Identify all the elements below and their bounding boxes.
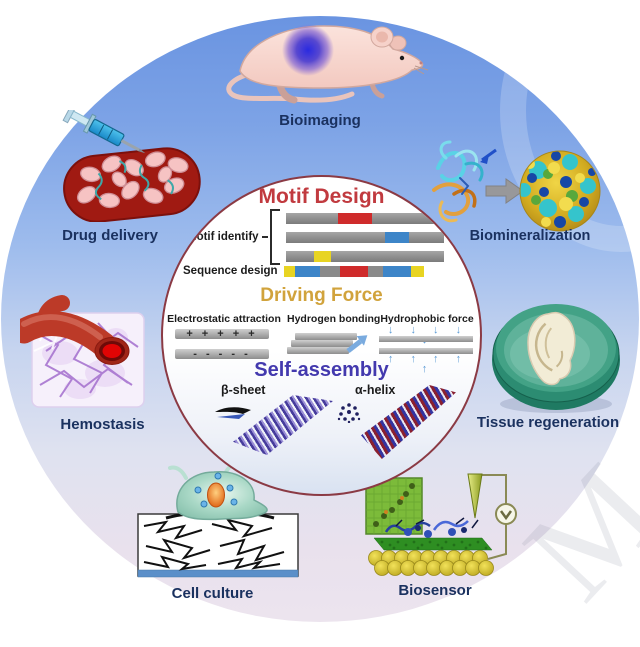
blood-cells xyxy=(76,151,189,209)
bracket-icon xyxy=(269,209,280,265)
vessel-opening-lumen xyxy=(102,344,122,358)
alpha-helix-wheel-icon xyxy=(337,403,361,423)
driving-force-title: Driving Force xyxy=(260,285,383,306)
biomineralization-label: Biomineralization xyxy=(469,228,591,244)
receptor-molecules xyxy=(384,517,479,538)
substrate-bar xyxy=(137,569,299,578)
gold-electrode-beads xyxy=(368,550,494,576)
alpha-helix-label: α-helix xyxy=(355,383,396,397)
mouse-whiskers xyxy=(413,65,429,75)
bracket-dash xyxy=(261,236,268,238)
bioimaging-label: Bioimaging xyxy=(279,112,361,129)
beta-sheet-label: β-sheet xyxy=(221,383,266,397)
tissue-regeneration-illustration xyxy=(492,304,620,413)
up-arrows: ↑ ↑ ↑ ↑ ↑ xyxy=(387,353,469,375)
hemostasis-label: Hemostasis xyxy=(60,416,145,433)
hydrogen-bonding-icon xyxy=(287,329,373,365)
cell-culture-illustration xyxy=(137,462,299,578)
hemostasis-illustration xyxy=(20,295,145,408)
engineered-ear xyxy=(527,311,576,386)
down-arrows: ↓ ↓ ↓ ↓ ↓ xyxy=(387,324,469,346)
designed-sequence-bar xyxy=(283,265,424,277)
mouse-nose xyxy=(419,61,423,65)
cell-culture-label: Cell culture xyxy=(171,585,254,602)
hydrophobic-force-label: Hydrophobic force xyxy=(380,313,474,325)
drug-delivery-illustration xyxy=(62,110,201,222)
peptide-carriers xyxy=(94,160,174,201)
mouse-eye xyxy=(399,55,405,61)
motif-identify-row: Motif identify xyxy=(187,209,444,265)
sequence-bar-yellow-motif xyxy=(285,250,444,262)
biosensor-illustration xyxy=(365,473,517,576)
biosensor-label: Biosensor xyxy=(398,582,472,599)
sequence-bar-red-motif xyxy=(285,212,444,224)
sequence-design-label: Sequence design xyxy=(183,265,278,277)
hydrophobic-force-icon: ↓ ↓ ↓ ↓ ↓ ↑ ↑ ↑ ↑ ↑ xyxy=(379,324,475,375)
driving-force-labels: Electrostatic attraction Hydrogen bondin… xyxy=(163,313,480,327)
positive-charge-bar: + + + + + xyxy=(175,329,269,340)
voltmeter-icon xyxy=(495,503,517,525)
yellow-motif-segment xyxy=(313,250,332,262)
mouse-tail xyxy=(226,71,355,103)
sequence-design-row: Sequence design xyxy=(183,265,424,277)
mineral-mosaic xyxy=(520,151,596,228)
vessel-main xyxy=(20,311,117,358)
blue-motif-segment xyxy=(385,231,409,243)
motif-identify-label: Motif identify xyxy=(187,231,259,243)
drug-delivery-label: Drug delivery xyxy=(62,227,158,244)
design-principles-panel: Motif Design Motif identify Sequence des… xyxy=(161,175,482,496)
vesicle-dots xyxy=(194,472,238,508)
fluorescent-glow-spot xyxy=(282,24,334,76)
mouse-ear-inner xyxy=(376,31,388,43)
pointer-arrow-icon xyxy=(480,148,497,164)
red-motif-segment xyxy=(337,212,373,224)
sam-green-layer xyxy=(373,537,493,551)
blood-vessel-capsule xyxy=(63,147,201,222)
self-assembly-title: Self-assembly xyxy=(254,359,389,381)
probe-tip xyxy=(467,473,483,519)
tissue-regeneration-label: Tissue regeneration xyxy=(476,414,620,431)
wire xyxy=(475,474,507,560)
transformation-arrow-icon xyxy=(485,178,524,204)
peptide-sequence-bars xyxy=(285,212,444,262)
sequence-bar-blue-motif xyxy=(285,231,444,243)
cell-nucleus xyxy=(207,482,225,508)
mouse-front-leg xyxy=(369,81,385,99)
hydrogen-bonding-label: Hydrogen bonding xyxy=(287,313,381,325)
mouse-hind-leg xyxy=(276,82,298,104)
driving-force-icons: + + + + + - - - - - ↓ ↓ ↓ ↓ ↓ ↑ ↑ ↑ ↑ ↑ xyxy=(163,324,480,375)
electrostatic-label: Electrostatic attraction xyxy=(167,313,281,325)
bioimaging-mouse-illustration xyxy=(226,24,429,104)
negative-charge-bar: - - - - - xyxy=(175,349,269,360)
biomineralization-illustration xyxy=(432,140,601,232)
beta-strand-icon xyxy=(215,407,251,419)
electrostatic-attraction-icon: + + + + + - - - - - xyxy=(175,327,271,365)
motif-design-title: Motif Design xyxy=(258,185,385,208)
syringe xyxy=(62,110,146,154)
